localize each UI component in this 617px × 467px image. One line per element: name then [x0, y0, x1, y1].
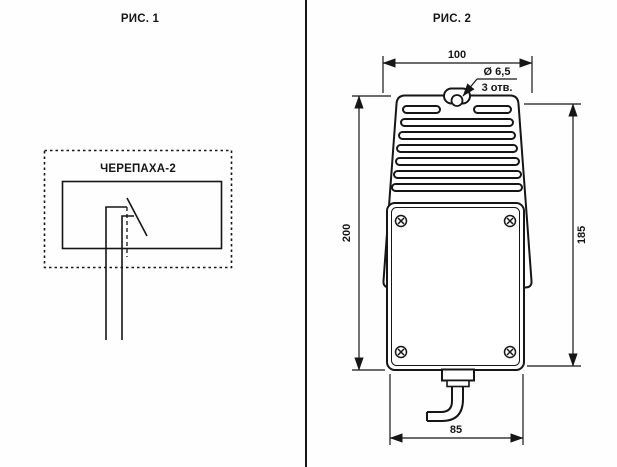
dimension-label-bottom-width: 85	[450, 424, 462, 436]
vent-slat	[395, 157, 520, 166]
dimension-right-height	[524, 103, 581, 367]
vent-slat	[400, 118, 514, 127]
hole-callout-count: 3 отв.	[482, 82, 513, 94]
screw-icon	[394, 345, 408, 359]
figure2-title: РИС. 2	[433, 13, 471, 25]
figure2-dimensions	[352, 56, 581, 445]
vent-slat	[396, 144, 518, 153]
vent-slat	[473, 105, 512, 114]
figure1-drawing	[43, 149, 233, 340]
switch-blade	[126, 197, 148, 237]
vent-slat	[402, 105, 441, 114]
device-panel-inner	[391, 207, 520, 366]
dimension-label-left-height: 200	[341, 224, 353, 242]
figure2-device	[382, 87, 533, 422]
vent-slat	[398, 131, 516, 140]
mounting-hole	[450, 94, 464, 107]
dimension-bottom-width	[389, 374, 524, 445]
dimension-label-top-width: 100	[448, 49, 466, 61]
vent-slats	[391, 105, 523, 192]
power-cord	[426, 387, 464, 422]
screw-icon	[394, 214, 408, 228]
dimension-left-height	[352, 95, 391, 371]
dimension-label-right-height: 185	[576, 226, 588, 244]
figure1-inner-box	[61, 180, 223, 250]
vent-slat	[391, 183, 523, 192]
dimension-top-width	[382, 56, 533, 93]
figure1-dotted-enclosure	[43, 149, 233, 269]
device-panel	[386, 202, 525, 371]
hole-callout-leader	[462, 78, 517, 97]
vent-slat	[393, 170, 522, 179]
circuit-wire-left	[105, 206, 127, 340]
figure1-switch-circuit	[105, 197, 148, 340]
screw-icon	[503, 214, 517, 228]
hole-callout-diameter: Ø 6,5	[484, 66, 511, 78]
circuit-wire-right	[121, 215, 134, 340]
cable-gland	[441, 368, 475, 388]
figure1-device-label: ЧЕРЕПАХА-2	[100, 163, 176, 175]
screw-icon	[503, 345, 517, 359]
figure1-title: РИС. 1	[121, 13, 160, 25]
